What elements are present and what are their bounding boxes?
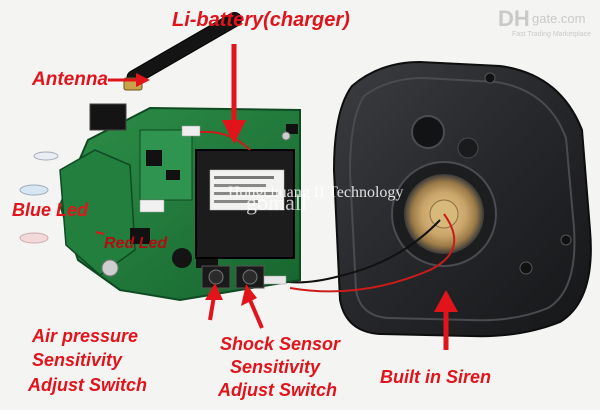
label-siren: Built in Siren xyxy=(380,367,492,387)
wire-black xyxy=(287,219,441,284)
dhgate-logo-dh: DH xyxy=(498,6,530,31)
dhgate-tagline: Fast Trading Marketplace xyxy=(512,31,591,38)
label-air-pressure-line3: Adjust Switch xyxy=(28,375,148,395)
store-watermark: gomall xyxy=(246,190,308,215)
arrow-right-icon xyxy=(136,73,150,87)
arrow-down-icon xyxy=(222,120,246,144)
label-air-pressure-line2: Sensitivity xyxy=(32,350,123,370)
red-led xyxy=(19,232,49,244)
wire-red xyxy=(289,213,456,293)
arrow-up-icon xyxy=(434,290,458,312)
arrow-up-icon xyxy=(241,284,257,306)
dhgate-logo-gate: gate.com xyxy=(532,11,586,26)
label-red-led: Red Led xyxy=(104,235,168,252)
callout-arrows xyxy=(95,44,458,350)
label-shock-sensor-line2: Sensitivity xyxy=(230,357,321,377)
company-watermark: Hongchuang II Technology xyxy=(228,184,404,201)
label-antenna: Antenna xyxy=(32,69,108,90)
dhgate-watermark: DH gate.com Fast Trading Marketplace xyxy=(498,6,594,42)
li-battery xyxy=(181,125,295,259)
label-blue-led: Blue Led xyxy=(12,200,89,220)
blue-led xyxy=(19,184,49,196)
label-shock-sensor-line1: Shock Sensor xyxy=(220,334,341,354)
label-battery: Li-battery(charger) xyxy=(172,9,350,31)
arrow-up-icon xyxy=(205,283,223,300)
label-air-pressure-line1: Air pressure xyxy=(32,326,139,346)
label-shock-sensor-line3: Adjust Switch xyxy=(218,380,338,400)
